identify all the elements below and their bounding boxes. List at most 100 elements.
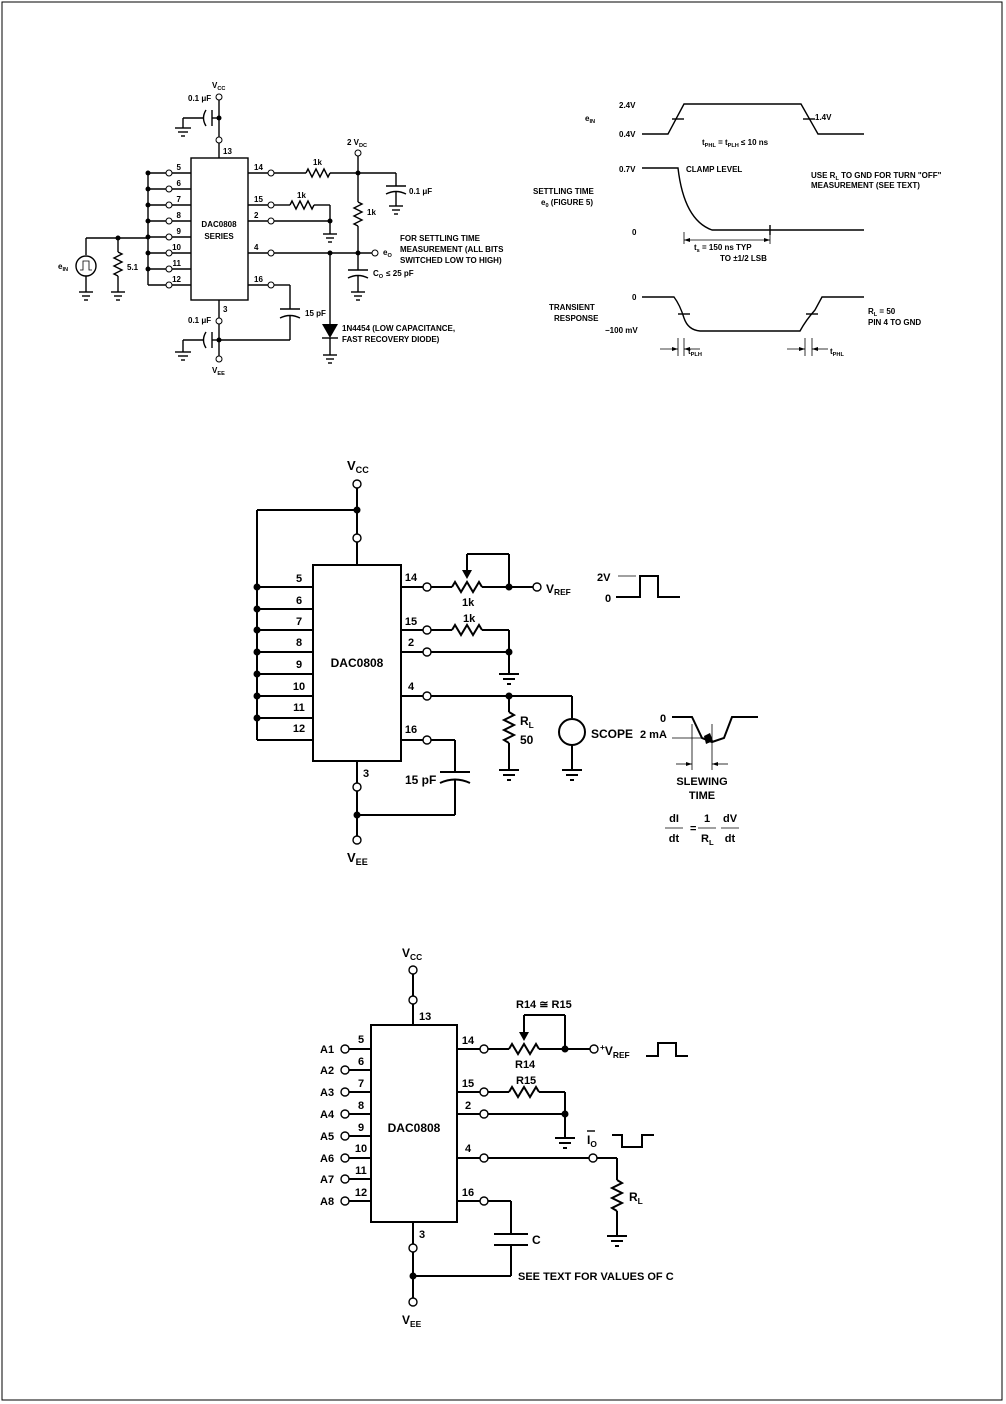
fig1-pulse-source-icon [75, 255, 97, 277]
svg-text:5: 5 [296, 573, 302, 585]
fig1-cap16-label: 15 pF [305, 309, 326, 318]
svg-text:A3: A3 [320, 1087, 334, 1099]
fig2-use-note: USE RL TO GND FOR TURN "OFF" [811, 171, 942, 182]
svg-text:12: 12 [172, 275, 181, 284]
svg-text:A1: A1 [320, 1044, 334, 1056]
svg-text:8: 8 [358, 1100, 364, 1112]
fig4-vcc-label: VCC [402, 946, 422, 962]
fig2-v14-label: 1.4V [815, 113, 832, 122]
fig4-c-label: C [532, 1233, 541, 1247]
svg-text:7: 7 [177, 195, 182, 204]
fig3-cap-label: 15 pF [405, 773, 436, 787]
svg-text:1N4454 (LOW CAPACITANCE,: 1N4454 (LOW CAPACITANCE, [342, 324, 455, 333]
svg-text:2: 2 [465, 1100, 471, 1112]
fig3-i0-label: 0 [660, 713, 666, 725]
fig3-slew-equation: dI dt = 1 RL dV dt [665, 813, 739, 847]
fig3-pot-1k [451, 580, 483, 594]
svg-text:16: 16 [462, 1187, 474, 1199]
fig1-settling-note: FOR SETTLING TIME MEASUREMENT (ALL BITS … [400, 234, 504, 265]
svg-text:8: 8 [296, 637, 302, 649]
svg-text:FAST RECOVERY DIODE): FAST RECOVERY DIODE) [342, 335, 440, 344]
svg-text:4: 4 [254, 243, 259, 252]
figure-2-timing-waveforms: eIN 2.4V 0.4V 1.4V tPHL = tPLH ≤ 10 ns 0… [533, 101, 942, 358]
svg-text:RL: RL [701, 833, 714, 847]
fig3-vee-label: VEE [347, 850, 368, 867]
svg-text:11: 11 [293, 702, 305, 714]
svg-text:dV: dV [723, 813, 738, 825]
fig2-zero-2: 0 [632, 293, 637, 302]
svg-text:=: = [690, 823, 696, 835]
fig3-wave-0-label: 0 [605, 593, 611, 605]
fig1-diode-note: 1N4454 (LOW CAPACITANCE, FAST RECOVERY D… [342, 324, 455, 344]
svg-text:7: 7 [296, 616, 302, 628]
fig2-v24-label: 2.4V [619, 101, 636, 110]
figure-1-settling-circuit: VCC 0.1 μF 13 DAC0808 SERIES 5 6 7 8 9 1… [58, 81, 504, 377]
fig2-tphl-label: tPHL [830, 347, 844, 358]
fig1-r-in-label: 5.1 [127, 263, 139, 272]
svg-text:2: 2 [408, 637, 414, 649]
fig3-scope-icon [558, 718, 586, 746]
svg-text:8: 8 [177, 211, 182, 220]
svg-text:13: 13 [419, 1011, 431, 1023]
svg-text:6: 6 [296, 595, 302, 607]
figure-4-reference-circuit: VCC 13 DAC0808 A1 A2 A3 A4 A5 A6 A7 A8 5… [320, 946, 688, 1329]
svg-text:16: 16 [405, 724, 417, 736]
fig2-clamp-label: CLAMP LEVEL [686, 165, 742, 174]
fig1-r14-label: 1k [313, 158, 322, 167]
fig4-vref-pulse [646, 1042, 688, 1057]
fig1-co-label: CO≤ 25 pF [373, 269, 414, 280]
svg-text:12: 12 [293, 723, 305, 735]
svg-text:10: 10 [293, 681, 305, 693]
fig1-r-out-label: 1k [367, 208, 376, 217]
svg-text:dt: dt [725, 833, 736, 845]
fig3-time-label: TIME [689, 790, 715, 802]
svg-text:5: 5 [177, 163, 182, 172]
fig3-rl-value: 50 [520, 733, 534, 747]
fig2-transient-waveform [642, 296, 864, 332]
fig2-rl-note: RL = 50 [868, 307, 896, 318]
fig4-r14-label: R14 [515, 1059, 536, 1071]
fig3-wave-2v-label: 2V [597, 572, 611, 584]
svg-text:A6: A6 [320, 1153, 334, 1165]
fig2-settling-label-2: e0 (FIGURE 5) [541, 198, 593, 209]
fig1-r15-label: 1k [297, 191, 306, 200]
svg-text:15: 15 [405, 616, 417, 628]
fig2-tphl-eq: tPHL = tPLH ≤ 10 ns [702, 138, 769, 149]
svg-text:3: 3 [419, 1229, 425, 1241]
svg-text:14: 14 [462, 1035, 475, 1047]
fig2-ein-waveform [642, 103, 864, 135]
svg-text:5: 5 [358, 1034, 364, 1046]
fig1-vee-label: VEE [212, 366, 225, 377]
svg-text:15: 15 [462, 1078, 474, 1090]
fig3-left-pins: 5 6 7 8 9 10 11 12 [293, 573, 305, 735]
fig3-vref-label: VREF [546, 582, 571, 597]
svg-text:9: 9 [296, 659, 302, 671]
svg-text:A4: A4 [320, 1109, 335, 1121]
svg-text:dt: dt [669, 833, 680, 845]
fig4-input-labels: A1 A2 A3 A4 A5 A6 A7 A8 [320, 1044, 335, 1208]
svg-text:FOR SETTLING TIME: FOR SETTLING TIME [400, 234, 481, 243]
svg-text:12: 12 [355, 1187, 367, 1199]
fig3-vcc-label: VCC [347, 458, 369, 475]
fig2-ein-label: eIN [585, 114, 595, 125]
fig2-v07-label: 0.7V [619, 165, 636, 174]
fig4-r-eq-label: R14 ≅ R15 [516, 999, 572, 1011]
svg-text:2: 2 [254, 211, 259, 220]
svg-text:11: 11 [173, 259, 182, 268]
fig1-cap-bot-label: 0.1 μF [188, 316, 211, 325]
svg-text:14: 14 [405, 572, 418, 584]
fig4-vref-label: +VREF [600, 1042, 630, 1060]
svg-text:3: 3 [223, 305, 228, 314]
svg-text:7: 7 [358, 1078, 364, 1090]
fig4-rl-label: RL [629, 1190, 643, 1206]
fig3-i2ma-label: 2 mA [640, 729, 667, 741]
svg-text:15: 15 [254, 195, 263, 204]
fig2-minus100-label: −100 mV [605, 326, 638, 335]
svg-text:A5: A5 [320, 1131, 334, 1143]
fig1-vcc-label: VCC [212, 81, 225, 92]
fig4-vee-label: VEE [402, 1313, 422, 1329]
fig3-slewing-label: SLEWING [676, 776, 727, 788]
fig4-chip-label: DAC0808 [388, 1121, 441, 1135]
